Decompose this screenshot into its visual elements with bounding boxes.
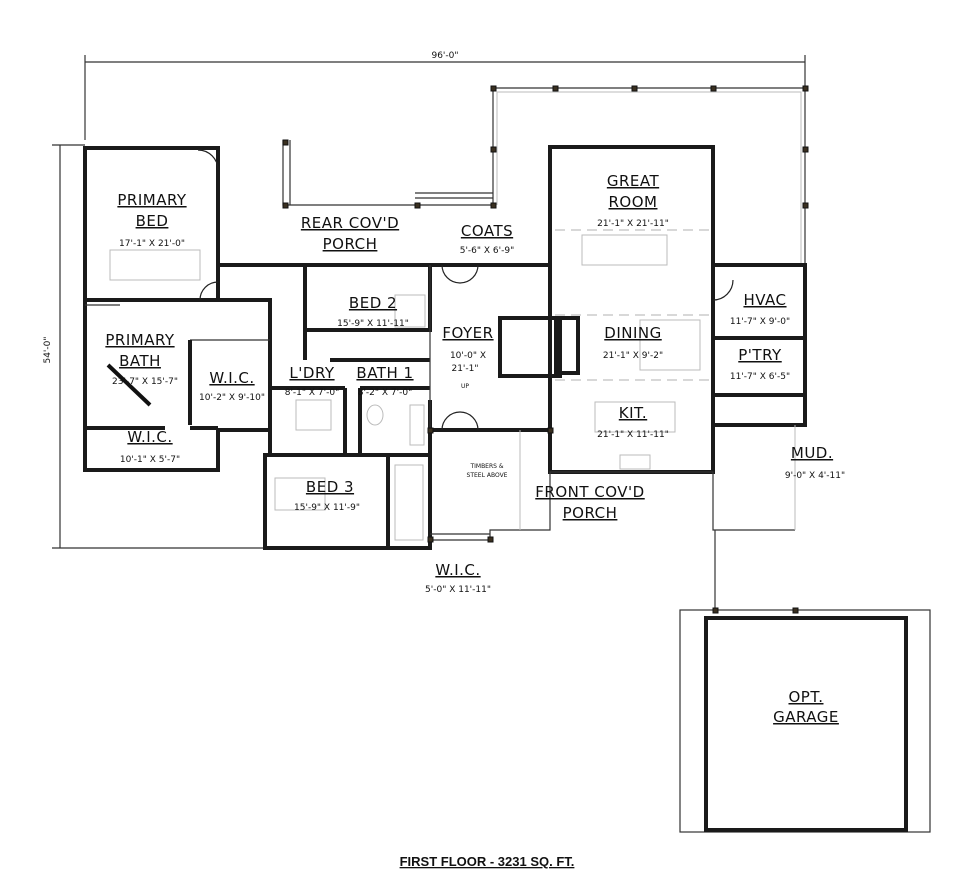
foyer-size-2: 21'-1" [451, 364, 478, 374]
primary-bed-label-2: BED [136, 212, 169, 230]
front-porch-label-2: PORCH [563, 504, 618, 522]
bed3-size: 15'-9" X 11'-9" [294, 503, 360, 513]
mud-size: 9'-0" X 4'-11" [785, 471, 845, 481]
front-porch-structure [430, 425, 796, 610]
primary-bath-label-2: BATH [119, 352, 161, 370]
garage-label-2: GARAGE [773, 708, 839, 726]
primary-bath-size: 23'-7" X 15'-7" [112, 377, 178, 387]
hvac-size: 11'-7" X 9'-0" [730, 317, 790, 327]
mud-label: MUD. [791, 444, 833, 462]
rear-porch-label-2: PORCH [323, 235, 378, 253]
bath1-size: 8'-2" X 7'-0" [358, 388, 413, 398]
wic-primary-size: 10'-2" X 9'-10" [199, 393, 265, 403]
bath1-label: BATH 1 [356, 364, 413, 382]
foyer-label: FOYER [442, 324, 493, 342]
wic-lower-size: 10'-1" X 5'-7" [120, 455, 180, 465]
floor-plan-title: FIRST FLOOR - 3231 SQ. FT. [400, 854, 575, 869]
bed3-label: BED 3 [306, 478, 354, 496]
dining-label: DINING [604, 324, 661, 342]
overall-width-label: 96'-0" [431, 51, 458, 61]
pantry-size: 11'-7" X 6'-5" [730, 372, 790, 382]
bed2-size: 15'-9" X 11'-11" [337, 319, 409, 329]
wic-bed3-label: W.I.C. [435, 561, 480, 579]
front-porch-label: FRONT COV'D [535, 483, 644, 501]
laundry-label: L'DRY [289, 364, 334, 382]
primary-bed-size: 17'-1" X 21'-0" [119, 239, 185, 249]
bed2-label: BED 2 [349, 294, 397, 312]
primary-bath-label: PRIMARY [105, 331, 175, 349]
kitchen-label: KIT. [619, 404, 647, 422]
kitchen-size: 21'-1" X 11'-11" [597, 430, 669, 440]
great-room-label: GREAT [607, 172, 660, 190]
rear-porch-label: REAR COV'D [301, 214, 399, 232]
coats-label: COATS [461, 222, 513, 240]
dining-size: 21'-1" X 9'-2" [603, 351, 663, 361]
primary-bed-walls [83, 146, 220, 302]
wic-lower-label: W.I.C. [127, 428, 172, 446]
bed3-walls [263, 453, 432, 550]
great-room-size: 21'-1" X 21'-11" [597, 219, 669, 229]
garage-label: OPT. [788, 688, 823, 706]
wic-bed3-size: 5'-0" X 11'-11" [425, 585, 491, 595]
overall-depth-label: 54'-0" [43, 336, 53, 363]
door [197, 149, 219, 171]
timbers-note: TIMBERS & [469, 463, 503, 470]
overall-width-dimension: 96'-0" [84, 51, 806, 140]
stair-up-label: UP [461, 383, 469, 390]
coats-closet-walls [498, 316, 562, 378]
timbers-note-2: STEEL ABOVE [467, 472, 508, 479]
bath-glass-wall [106, 363, 152, 407]
hvac-pantry-walls [711, 263, 807, 427]
garage-walls [704, 616, 908, 832]
foyer-size: 10'-0" X [450, 351, 486, 361]
overall-depth-dimension: 54'-0" [43, 144, 265, 549]
door [199, 281, 219, 301]
bed-furniture [109, 249, 201, 281]
porch-posts [282, 85, 809, 614]
wic-primary-label: W.I.C. [209, 369, 254, 387]
pantry-label: P'TRY [738, 346, 782, 364]
coats-size: 5'-6" X 6'-9" [460, 246, 515, 256]
hvac-label: HVAC [743, 291, 786, 309]
laundry-size: 8'-1" X 7'-0" [285, 388, 340, 398]
great-room-label-2: ROOM [609, 193, 658, 211]
primary-bed-label: PRIMARY [117, 191, 187, 209]
